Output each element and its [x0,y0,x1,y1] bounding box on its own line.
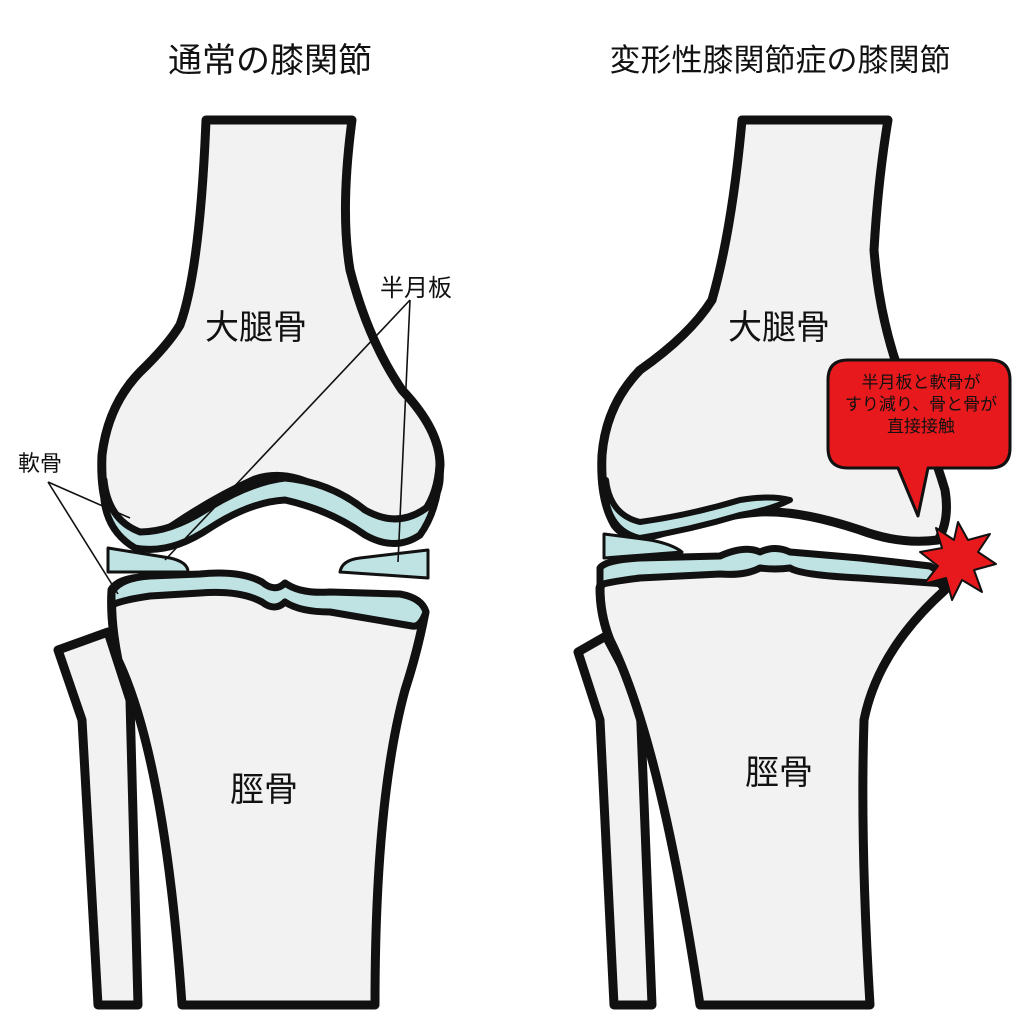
cartilage-leader-2 [47,481,119,595]
meniscus-leader-2 [397,299,411,563]
oa-femur-label: 大腿骨 [728,308,830,348]
oa-tibial-cartilage [596,545,949,589]
callout-line-1: 半月板と軟骨が [861,373,981,393]
meniscus-label: 半月板 [380,274,452,302]
normal-meniscus-left [106,546,190,574]
normal-fibula [53,627,143,1010]
callout-line-2: すり減り、骨と骨が [844,395,998,415]
cartilage-label: 軟骨 [18,452,63,477]
oa-callout-text: 半月板と軟骨が すり減り、骨と骨が 直接接触 [832,372,1010,438]
normal-tibia-label: 脛骨 [230,770,298,810]
oa-meniscus [602,532,684,560]
normal-femoral-cartilage [100,466,444,553]
callout-line-3: 直接接触 [887,417,955,437]
oa-title: 変形性膝関節症の膝関節 [609,43,951,79]
meniscus-leader-1 [164,299,411,561]
normal-tibial-cartilage [108,569,430,630]
normal-knee [47,115,445,1010]
normal-meniscus-right [338,548,430,580]
oa-contact-burst [919,521,997,601]
normal-title: 通常の膝関節 [168,41,372,81]
normal-femur-label: 大腿骨 [205,308,307,348]
oa-knee [573,115,1012,1010]
oa-tibia-label: 脛骨 [745,753,813,793]
cartilage-leader-1 [47,481,131,519]
oa-callout-bubble [826,358,1012,518]
